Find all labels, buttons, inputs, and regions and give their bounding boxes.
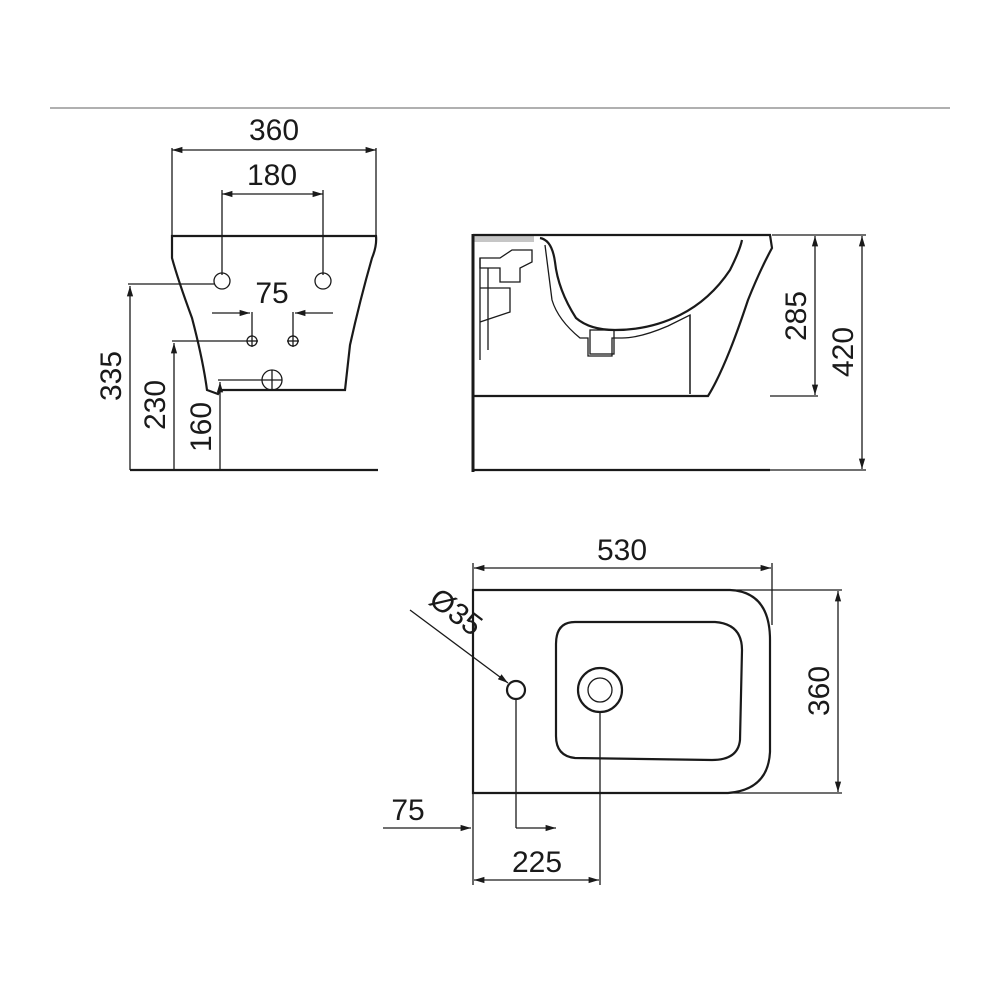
dim-hole-spacing: 180 xyxy=(247,159,297,192)
dim-fixing-spacing: 75 xyxy=(255,277,288,310)
side-view: 285 420 xyxy=(471,233,866,472)
dim-side-285: 285 xyxy=(780,291,813,341)
tap-hole xyxy=(505,679,527,701)
front-view: 360 180 75 335 230 160 xyxy=(95,114,378,472)
dim-front-width: 360 xyxy=(249,114,299,147)
dim-top-width: 360 xyxy=(803,666,836,716)
side-rim xyxy=(473,233,774,398)
dim-top-waste-distance: 225 xyxy=(512,846,562,879)
top-waste-outer xyxy=(576,666,624,714)
dim-height-fixing: 230 xyxy=(139,380,172,430)
top-waste-inner xyxy=(587,677,613,703)
side-bowl-inner xyxy=(539,236,744,332)
side-waste-spigot xyxy=(589,329,615,355)
dim-top-length: 530 xyxy=(597,534,647,567)
front-body-outline xyxy=(170,234,378,396)
dim-tap-hole-diameter: Ø35 xyxy=(423,582,488,642)
dim-height-waste: 160 xyxy=(185,402,218,452)
dim-height-supply: 335 xyxy=(95,351,128,401)
supply-hole-right xyxy=(314,272,332,290)
dim-top-wall-offset: 75 xyxy=(391,794,424,827)
top-body-outline xyxy=(471,588,772,795)
top-bowl-outline xyxy=(554,620,744,762)
dim-side-420: 420 xyxy=(827,327,860,377)
supply-hole-left xyxy=(213,272,231,290)
top-view: 530 360 Ø35 75 225 xyxy=(383,534,842,885)
